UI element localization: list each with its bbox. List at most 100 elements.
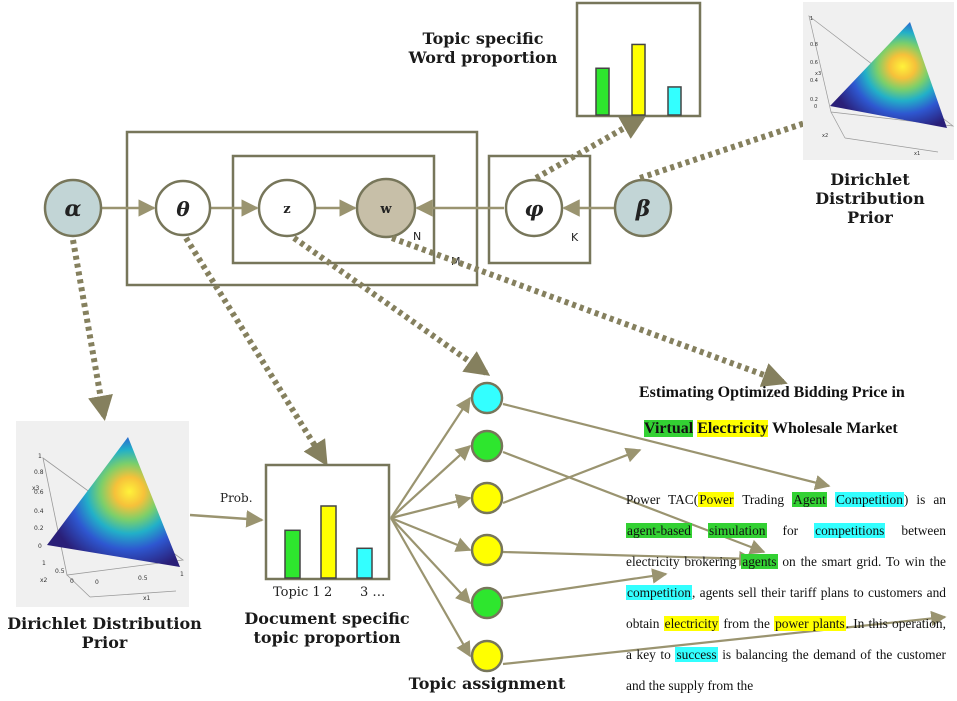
paper-abstract: Power TAC(Power Trading Agent Competitio… xyxy=(626,484,946,701)
dirichlet-left-caption: Dirichlet Distribution Prior xyxy=(2,614,207,652)
doc-topic-xlabel-1: Topic 1 xyxy=(273,585,321,600)
abstract-highlight-yellow: electricity xyxy=(663,616,720,631)
topic-word-caption: Topic specific Word proportion xyxy=(398,29,568,67)
assignment-node-4 xyxy=(470,533,504,567)
dirichlet-right-caption: Dirichlet Distribution Prior xyxy=(800,170,940,228)
node-phi: φ xyxy=(504,178,564,238)
plate-k-label: K xyxy=(571,231,579,244)
dirichlet-left-caption-line2: Prior xyxy=(81,633,128,653)
svg-text:0.4: 0.4 xyxy=(810,78,818,84)
dirichlet-plot-left: 10.80.60.40.20 x3 10.50 x2 00.51 x1 xyxy=(16,421,189,607)
dirichlet-right-caption-line1: Dirichlet xyxy=(830,170,910,189)
assignment-edge-4 xyxy=(390,516,472,552)
svg-text:1: 1 xyxy=(810,16,813,22)
assignment-edge-5 xyxy=(390,517,472,605)
abstract-text xyxy=(692,523,708,538)
abstract-highlight-cyan: Competition xyxy=(834,492,904,507)
svg-text:0: 0 xyxy=(95,579,99,586)
left-axis-x1: x1 xyxy=(143,595,151,602)
abstract-highlight-cyan: success xyxy=(675,647,718,662)
node-theta-label: θ xyxy=(176,197,190,221)
svg-text:0.2: 0.2 xyxy=(34,525,44,532)
dirichlet-left-caption-line1: Dirichlet Distribution xyxy=(7,614,202,633)
right-axis-x2: x2 xyxy=(822,133,828,139)
topic-word-caption-line1: Topic specific xyxy=(422,29,544,48)
dotted-theta-to-doc-chart xyxy=(183,236,328,467)
doc-topic-bar-3 xyxy=(356,547,373,579)
dirichlet-right-caption-line3: Prior xyxy=(847,208,893,228)
svg-text:0.8: 0.8 xyxy=(34,469,44,476)
left-axis-x3: x3 xyxy=(32,485,40,492)
node-alpha-label: α xyxy=(65,196,82,222)
abstract-highlight-cyan: competition xyxy=(626,585,692,600)
plate-k xyxy=(487,154,592,265)
doc-topic-xlabel-3: 3 … xyxy=(360,585,385,600)
doc-topic-bar-1 xyxy=(284,529,301,579)
assignment-node-1 xyxy=(470,381,504,415)
abstract-text: on the smart grid. To win the xyxy=(777,554,946,569)
abstract-text: is balancing the demand of the customer … xyxy=(626,647,946,693)
assignment-node-5 xyxy=(470,586,504,620)
word-link-4 xyxy=(502,550,755,567)
svg-text:1: 1 xyxy=(180,571,184,578)
node-phi-label: φ xyxy=(524,196,543,221)
word-link-5 xyxy=(502,568,668,600)
svg-text:0: 0 xyxy=(38,543,42,550)
assignment-node-2 xyxy=(470,429,504,463)
title-highlight-green: Virtual xyxy=(644,420,694,437)
word-link-3 xyxy=(502,447,642,505)
svg-text:1: 1 xyxy=(42,560,46,567)
dotted-beta-to-prior xyxy=(639,110,831,181)
plate-n-label: N xyxy=(413,230,421,243)
svg-text:0.5: 0.5 xyxy=(55,568,65,575)
abstract-text: ) is an xyxy=(903,492,947,507)
edge-prior-to-doc-chart xyxy=(189,510,264,528)
abstract-highlight-cyan: competitions xyxy=(814,523,886,538)
assignment-edge-6 xyxy=(390,517,471,658)
right-axis-x1: x1 xyxy=(914,151,920,157)
node-w-label: w xyxy=(379,202,392,217)
svg-text:0.5: 0.5 xyxy=(138,575,148,582)
abstract-highlight-yellow: power plants xyxy=(774,616,846,631)
doc-topic-xlabel-2: 2 xyxy=(324,585,332,600)
assignment-node-3 xyxy=(470,481,504,515)
node-alpha: α xyxy=(43,178,103,238)
abstract-highlight-green: simulation xyxy=(707,523,767,538)
doc-topic-caption-line1: Document specific xyxy=(244,609,410,628)
assignment-edge-2 xyxy=(390,444,472,519)
node-z-label: z xyxy=(283,202,290,217)
abstract-text xyxy=(827,492,835,507)
abstract-text: . In this operation, a key to xyxy=(626,616,946,662)
topic-assignment-caption: Topic assignment xyxy=(408,674,566,693)
abstract-highlight-green: agents xyxy=(741,554,778,569)
left-axis-x2: x2 xyxy=(40,577,48,584)
topic-word-bar-3 xyxy=(667,86,682,116)
node-z: z xyxy=(257,178,317,238)
plate-n xyxy=(231,154,436,265)
topic-word-chart-bars xyxy=(595,43,682,116)
topic-word-bar-1 xyxy=(595,67,610,116)
doc-topic-chart-bars xyxy=(284,505,373,579)
doc-topic-caption: Document specific topic proportion xyxy=(236,609,418,647)
abstract-text: from the xyxy=(719,616,775,631)
assignment-edge-3 xyxy=(390,493,472,520)
word-link-6 xyxy=(502,610,947,666)
assignment-edge-1 xyxy=(390,396,471,519)
dirichlet-right-caption-line2: Distribution xyxy=(815,189,925,209)
svg-text:0.2: 0.2 xyxy=(810,97,818,103)
doc-topic-caption-line2: topic proportion xyxy=(253,628,401,648)
svg-text:0.6: 0.6 xyxy=(810,60,818,66)
topic-word-bar-2 xyxy=(631,43,646,116)
abstract-text: between electricity brokering xyxy=(626,523,946,569)
svg-text:0: 0 xyxy=(70,578,74,585)
doc-topic-bar-2 xyxy=(320,505,337,579)
topic-word-caption-line2: Word proportion xyxy=(408,48,558,68)
svg-text:0.8: 0.8 xyxy=(810,42,818,48)
svg-text:0.4: 0.4 xyxy=(34,508,44,515)
paper-title-line1: Estimating Optimized Bidding Price in xyxy=(639,384,905,401)
abstract-text: , agents sell their tariff plans to cust… xyxy=(626,585,946,631)
abstract-text: for xyxy=(766,523,815,538)
abstract-highlight-yellow: Power xyxy=(698,492,735,507)
assignment-node-6 xyxy=(470,639,504,673)
dotted-alpha-to-prior xyxy=(70,239,113,421)
